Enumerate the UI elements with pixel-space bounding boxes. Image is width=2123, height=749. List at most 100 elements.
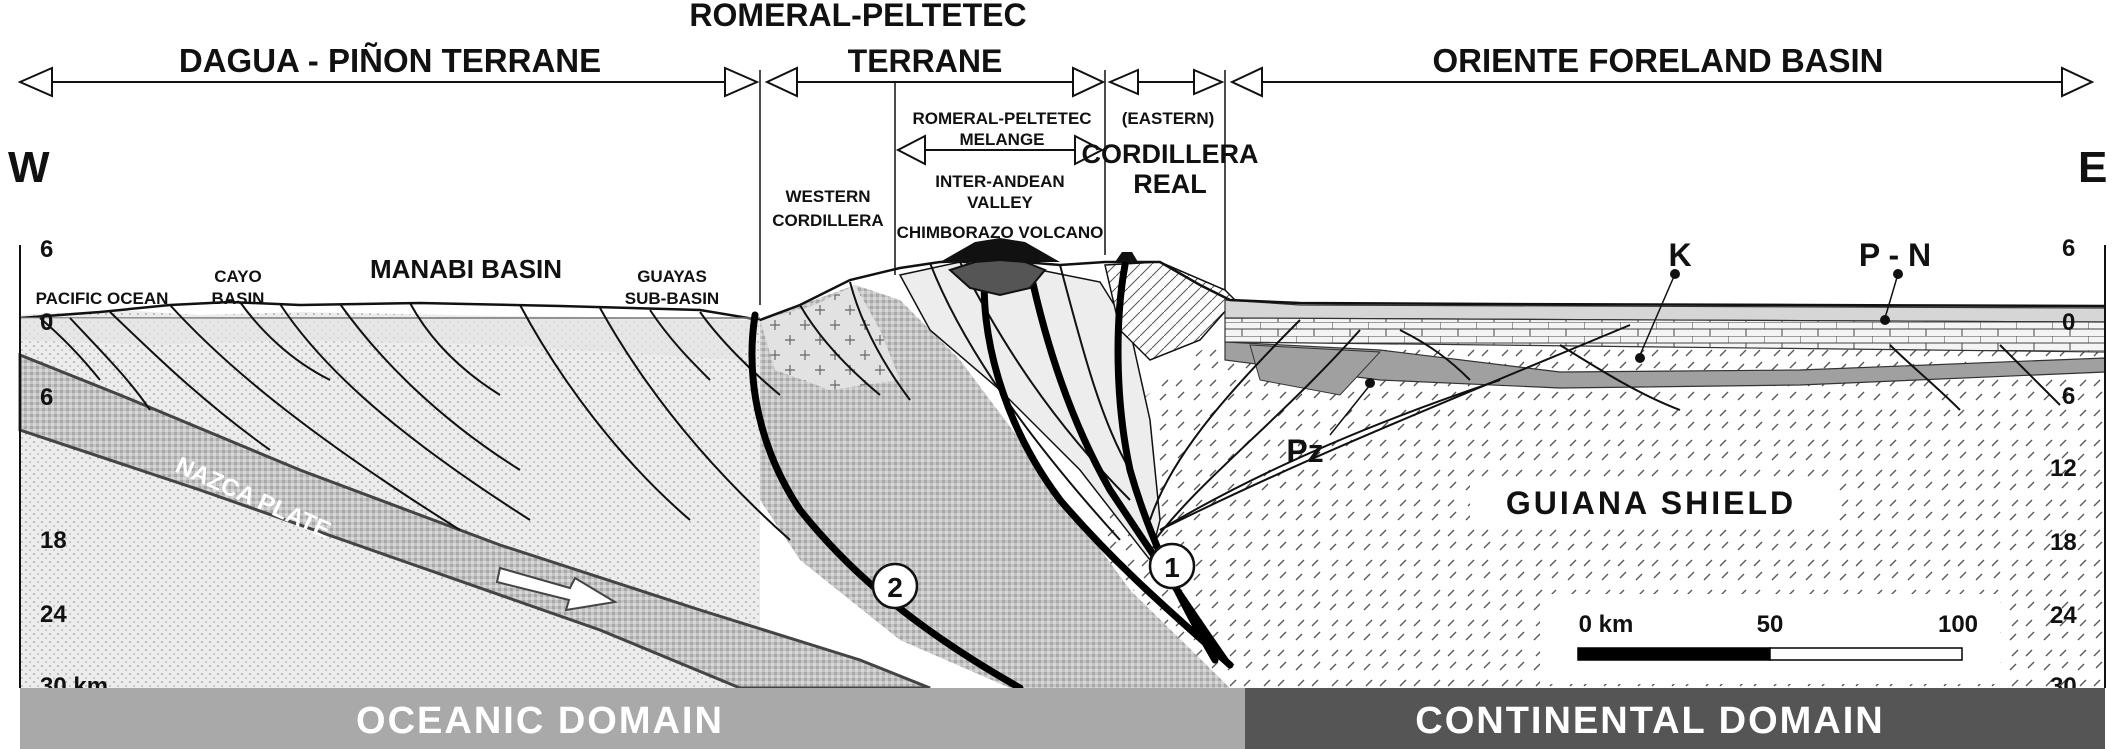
major-fault-1-west [980,266,1234,669]
continental-domain-band [1245,688,2105,749]
fault-1-number: 1 [1164,552,1180,583]
melange-label-1: ROMERAL-PELTETEC [912,109,1091,128]
pn-leader-dot [1880,315,1890,325]
oceanic-domain-label: OCEANIC DOMAIN [356,700,724,742]
cordillera-label: CORDILLERA [1082,139,1259,169]
west-label: W [8,143,50,192]
fault-line [1159,379,1501,531]
fault-line [849,281,911,401]
fault-line [39,317,101,381]
dagua-left-arrow-icon [17,66,53,98]
fault-line [599,307,791,541]
chimborazo-volcano-icon [940,238,1060,262]
subduction-arrow-icon [495,566,618,612]
fault-line [649,309,711,381]
continental-domain-label: CONTINENTAL DOMAIN [1415,700,1884,742]
western-cordillera-unit [760,285,900,390]
terrane-header: DAGUA - PIÑON TERRANE ROMERAL-PELTETEC T… [17,0,2095,305]
fault-line [409,302,501,396]
oriente-right-arrow-icon [2061,66,2095,98]
romeral-terrane-label-1: ROMERAL-PELTETEC [689,0,1026,33]
fault-line [1159,324,1631,531]
fault-2-number: 2 [887,572,903,603]
oceanic-domain-band [20,688,1245,749]
guiana-label-box [1470,478,1832,528]
pz-leader-dot [1365,378,1375,388]
fault-line [699,311,781,396]
basin-sediments [20,318,760,360]
fault-line [1999,344,2061,406]
depth-tick-right: 12 [2050,455,2077,482]
manabi-basin-label: MANABI BASIN [370,254,562,284]
k-leader-dot [1635,353,1645,363]
section-body: NAZCA PLATE [18,237,2106,692]
pz-leader-line [1329,384,1371,436]
cordillera-volcano-icon [1115,252,1138,262]
fault-line [169,304,461,531]
western-cordillera-label-2: CORDILLERA [772,211,883,230]
romeral-right-arrow-icon [1072,66,1106,98]
pn-leader-line [1884,273,1899,319]
depth-tick-left: 0 [40,309,53,336]
cayo-basin-label-2: BASIN [212,289,265,308]
fault-line [519,304,691,521]
eastern-label: (EASTERN) [1122,109,1215,128]
scale-mid-label: 50 [1757,611,1784,638]
cayo-basin-label-1: CAYO [214,267,262,286]
scale-bar-box [1540,594,2000,684]
depth-tick-left: 6 [40,236,53,263]
scale-bar-white [1769,647,1963,661]
cordillera-left-arrow-icon [1107,68,1139,96]
scale-zero-label: 0 km [1579,611,1634,638]
scale-end-label: 100 [1938,611,1978,638]
fault-line [69,317,151,411]
oriente-left-arrow-icon [1229,66,1263,98]
depth-tick-right: 6 [2062,235,2075,262]
surface-line [19,258,2106,322]
oriente-basin-label: ORIENTE FORELAND BASIN [1432,42,1883,79]
fault-2-badge [871,562,919,610]
major-fault-2 [748,311,1024,692]
depth-tick-left: 6 [40,384,53,411]
melange-label-2: MELANGE [960,130,1045,149]
dagua-terrane-label: DAGUA - PIÑON TERRANE [179,42,601,79]
dagua-right-arrow-icon [724,66,760,98]
fault-line [1399,329,1471,381]
fault-line [339,303,521,471]
interandean-label-1: INTER-ANDEAN [935,172,1064,191]
east-label: E [2078,143,2107,192]
scale-bar-black [1577,647,1771,661]
pn-unit-label: P - N [1859,237,1931,273]
guayas-label-1: GUAYAS [637,267,707,286]
depth-tick-right: 0 [2062,309,2075,336]
fault-line [1889,344,1961,411]
melange-right-arrow-icon [1074,134,1105,166]
fault-line [1149,319,1301,521]
k-leader-line [1639,273,1676,356]
melange-left-arrow-icon [895,134,926,166]
guayas-label-2: SUB-BASIN [625,289,719,308]
fault-line [109,311,271,451]
pz-unit-label: Pz [1286,433,1323,469]
fault-line [239,301,331,381]
fault-line [1559,344,1681,411]
chimborazo-label: CHIMBORAZO VOLCANO [897,223,1104,242]
major-fault-1-front [1114,261,1219,664]
romeral-left-arrow-icon [764,66,798,98]
depth-tick-right: 18 [2050,529,2077,556]
depth-tick-right: 24 [2050,602,2077,629]
pz-wedge [1249,344,1382,396]
fault-line [1059,264,1131,471]
volcanic-chamber [948,258,1047,297]
pacific-ocean-label: PACIFIC OCEAN [36,289,169,308]
real-label: REAL [1133,169,1207,199]
fault-line [799,304,881,396]
fault-line [1154,329,1361,541]
western-cordillera-label-1: WESTERN [786,187,871,206]
depth-tick-left: 18 [40,527,67,554]
depth-tick-right: 6 [2062,383,2075,410]
interandean-label-2: VALLEY [967,193,1033,212]
fault-1-badge [1148,542,1196,590]
guiana-shield-label: GUIANA SHIELD [1506,485,1796,521]
